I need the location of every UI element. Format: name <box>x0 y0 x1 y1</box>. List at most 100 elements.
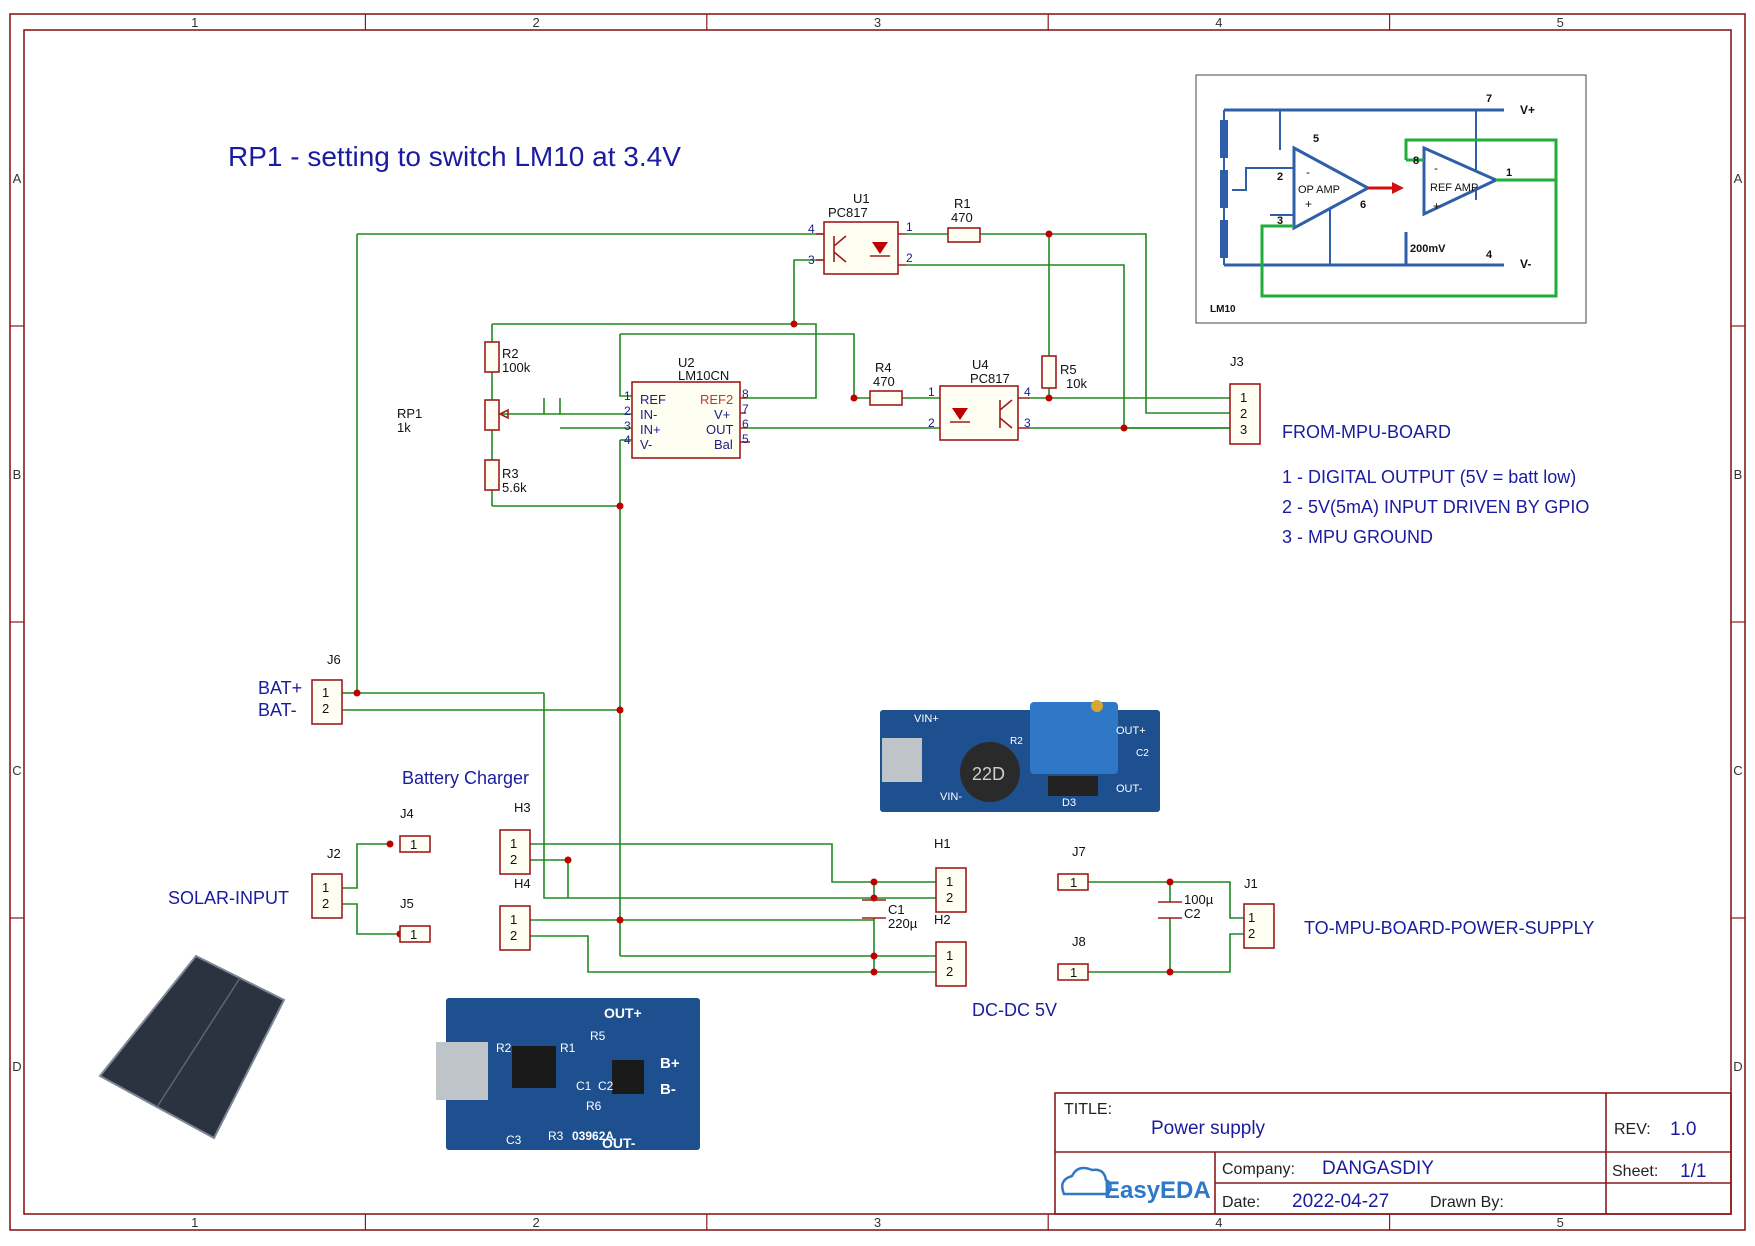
from-mpu-note: FROM-MPU-BOARD <box>1282 422 1451 442</box>
charger-c2: C2 <box>598 1079 614 1093</box>
u2-pin8-name: REF2 <box>700 392 733 407</box>
frame-row-label-right: A <box>1734 171 1743 186</box>
junction <box>1045 230 1053 238</box>
h1-pin2: 2 <box>946 890 953 905</box>
r2-value: 100k <box>502 360 531 375</box>
u4-pin2: 2 <box>928 416 935 430</box>
inset-opamp-label: OP AMP <box>1298 184 1340 196</box>
h2-ref: H2 <box>934 912 951 927</box>
wire-in-minus <box>559 398 632 415</box>
u4-optocoupler[interactable]: U4 PC817 1 2 3 4 <box>928 357 1031 441</box>
company-value: DANGASDIY <box>1322 1158 1434 1179</box>
j3-pin3: 3 <box>1240 422 1247 437</box>
wire-u2-pin1 <box>619 334 632 397</box>
j5-connector[interactable]: J5 1 <box>399 896 431 943</box>
wire-j8-to-j1 <box>1088 933 1244 973</box>
j3-pin1: 1 <box>1240 390 1247 405</box>
headline-note: RP1 - setting to switch LM10 at 3.4V <box>228 141 681 172</box>
wire-j2-pin1 <box>342 843 390 889</box>
j3-pin2: 2 <box>1240 406 1247 421</box>
h4-pin2: 2 <box>510 928 517 943</box>
j4-pin1: 1 <box>410 837 417 852</box>
h2-header[interactable]: H2 1 2 <box>934 912 967 987</box>
frame-col-label-top: 5 <box>1557 15 1564 30</box>
easyeda-logo: EasyEDA <box>1061 1166 1211 1204</box>
h3-pin1: 1 <box>510 836 517 851</box>
c1-value: 220µ <box>888 916 918 931</box>
j4-connector[interactable]: J4 1 <box>399 806 431 853</box>
frame-col-label-top: 1 <box>191 15 198 30</box>
j1-pin2: 2 <box>1248 926 1255 941</box>
charger-bminus: B- <box>660 1081 676 1098</box>
h1-ref: H1 <box>934 836 951 851</box>
r4-resistor[interactable]: R4 470 <box>869 360 903 406</box>
j7-body <box>1057 873 1089 891</box>
u2-pin5-num: 5 <box>742 432 749 446</box>
dcdc-note: DC-DC 5V <box>972 1000 1057 1020</box>
u1-pin2: 2 <box>906 251 913 265</box>
u2-pin1-name: REF <box>640 392 666 407</box>
j2-connector[interactable]: J2 1 2 <box>311 846 343 919</box>
u2-right-stubs <box>740 397 750 443</box>
j3-connector[interactable]: J3 1 2 3 <box>1229 354 1261 445</box>
h1-header[interactable]: H1 1 2 <box>934 836 967 913</box>
j6-battery-connector[interactable]: J6 1 2 <box>311 652 343 725</box>
inset-pin3: 3 <box>1277 215 1283 227</box>
r3-value: 5.6k <box>502 480 527 495</box>
j4-ref: J4 <box>400 806 414 821</box>
r5-resistor[interactable]: R5 10k <box>1041 355 1087 391</box>
junction <box>1120 424 1128 432</box>
j6-pin1: 1 <box>322 685 329 700</box>
drawn-by-label: Drawn By: <box>1430 1194 1504 1211</box>
u1-optocoupler[interactable]: U1 PC817 4 3 1 2 <box>808 191 913 275</box>
charger-protection-chip <box>612 1060 644 1094</box>
j1-body <box>1243 903 1275 949</box>
j8-body <box>1057 963 1089 981</box>
inset-res-1 <box>1220 120 1228 158</box>
h2-pin2: 2 <box>946 964 953 979</box>
frame-row-label-left: B <box>13 467 22 482</box>
h4-pin1: 1 <box>510 912 517 927</box>
r5-body <box>1041 355 1057 389</box>
r2-resistor[interactable]: R2 100k <box>484 341 531 375</box>
charger-outplus: OUT+ <box>604 1005 642 1021</box>
rp1-potentiometer[interactable]: RP1 1k <box>397 399 509 435</box>
junction <box>616 502 624 510</box>
c1-capacitor[interactable]: C1 220µ <box>862 899 918 931</box>
boost-outminus: OUT- <box>1116 783 1143 795</box>
r2-ref: R2 <box>502 346 519 361</box>
frame-col-label-bottom: 3 <box>874 1215 881 1230</box>
j7-connector[interactable]: J7 1 <box>1057 844 1089 891</box>
u2-pin4-num: 4 <box>624 433 631 447</box>
inset-res-2 <box>1220 170 1228 208</box>
rp1-ref: RP1 <box>397 406 422 421</box>
rev-label: REV: <box>1614 1121 1651 1138</box>
boost-inductor <box>960 742 1020 802</box>
solar-input-note: SOLAR-INPUT <box>168 888 289 908</box>
wire-gnd-bus <box>619 440 874 921</box>
inset-green-loop <box>1260 138 1558 298</box>
solar-panel-photo <box>98 954 286 1140</box>
u2-pin3-num: 3 <box>624 419 631 433</box>
wire-j7-to-j1 <box>1088 881 1244 919</box>
r1-resistor[interactable]: R1 470 <box>947 196 981 243</box>
j8-connector[interactable]: J8 1 <box>1057 934 1089 981</box>
inset-pin6: 6 <box>1360 199 1366 211</box>
u1-pin3: 3 <box>808 253 815 267</box>
h4-header[interactable]: H4 1 2 <box>499 876 531 951</box>
r3-resistor[interactable]: R3 5.6k <box>484 459 527 495</box>
h3-header[interactable]: H3 1 2 <box>499 800 531 875</box>
j1-connector[interactable]: J1 1 2 <box>1243 876 1275 949</box>
sheet-value: 1/1 <box>1680 1161 1706 1182</box>
title-value: Power supply <box>1151 1118 1266 1139</box>
u1-pin4: 4 <box>808 222 815 236</box>
inset-pin7: 7 <box>1486 93 1492 105</box>
c2-capacitor[interactable]: 100µ C2 <box>1158 892 1214 921</box>
junction <box>1166 968 1174 976</box>
u4-pin4: 4 <box>1024 385 1031 399</box>
u1-value: PC817 <box>828 205 868 220</box>
lm10-inset-diagram: OP AMP REF AMP V+ V- 200mV LM10 7 5 2 3 … <box>1195 74 1587 324</box>
inset-pin4: 4 <box>1486 249 1493 261</box>
charger-chip <box>512 1046 556 1088</box>
u2-lm10cn[interactable]: U2 LM10CN 1 2 3 4 REF IN- IN+ V- REF2 V+… <box>624 355 750 459</box>
